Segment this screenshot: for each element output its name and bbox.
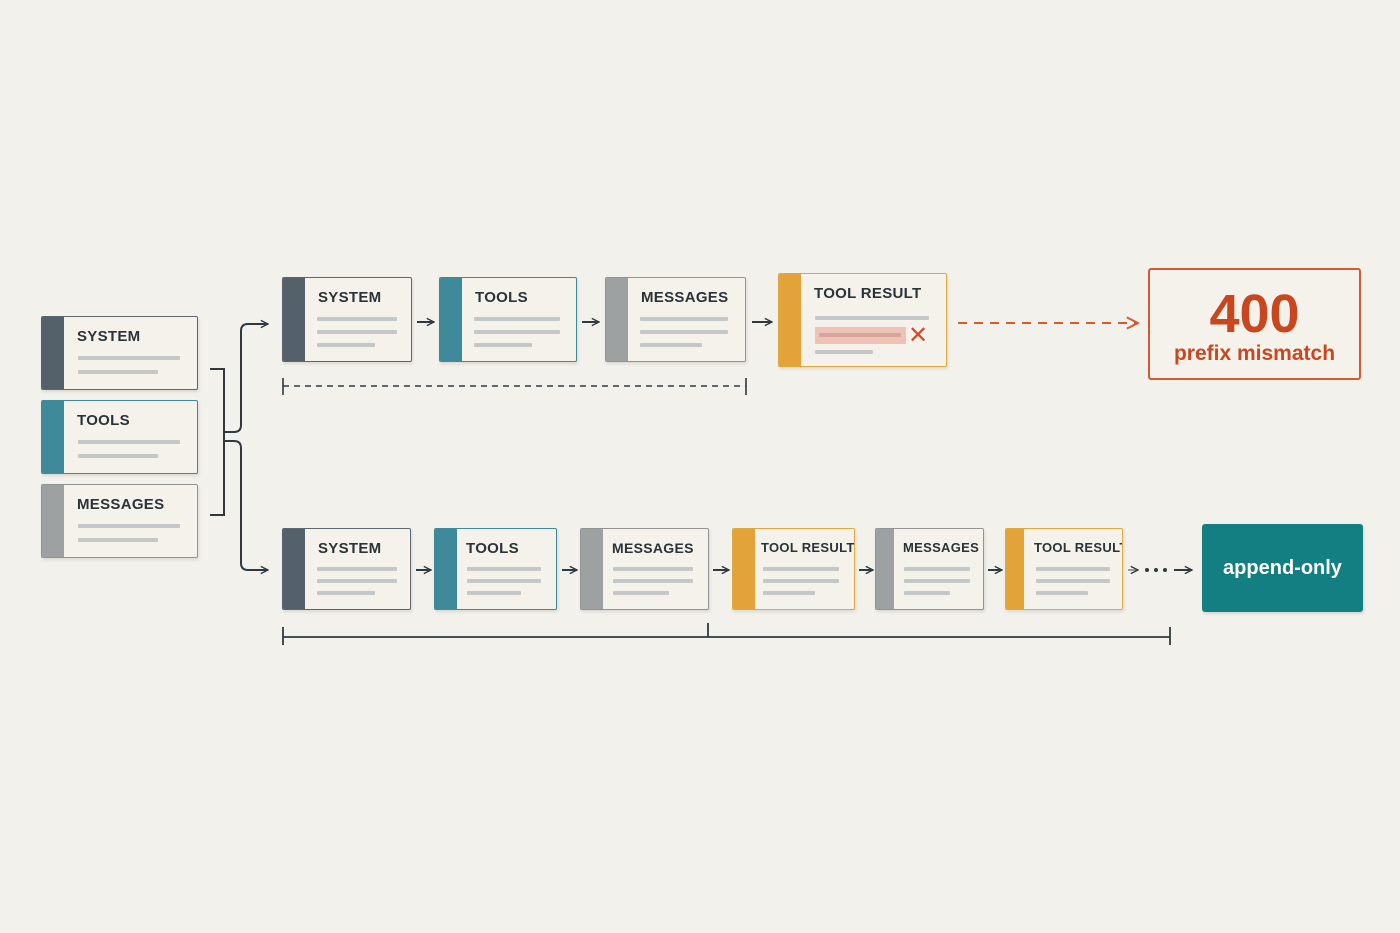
source-tools-block: TOOLS bbox=[41, 400, 198, 474]
text-line-placeholder bbox=[474, 317, 560, 321]
block-color-bar bbox=[779, 274, 801, 366]
text-line-placeholder bbox=[763, 579, 839, 583]
block-label: TOOLS bbox=[77, 412, 130, 429]
text-line-placeholder bbox=[317, 591, 375, 595]
top-tool-result-invalid-block: TOOL RESULT ✕ bbox=[778, 273, 947, 367]
text-line-placeholder bbox=[613, 591, 669, 595]
bottom-tool-result-block-2: TOOL RESULT bbox=[1005, 528, 1123, 610]
fork-bottom-connector bbox=[224, 440, 268, 570]
text-line-placeholder bbox=[467, 579, 541, 583]
block-label: SYSTEM bbox=[77, 328, 141, 345]
block-label: MESSAGES bbox=[903, 540, 980, 555]
error-code: 400 bbox=[1209, 284, 1300, 344]
bottom-messages-block-1: MESSAGES bbox=[580, 528, 709, 610]
text-line-placeholder bbox=[78, 538, 158, 542]
block-color-bar bbox=[283, 278, 305, 361]
block-color-bar bbox=[42, 485, 64, 557]
block-color-bar bbox=[435, 529, 457, 609]
text-line-placeholder bbox=[78, 356, 180, 360]
bottom-tool-result-block-1: TOOL RESULT bbox=[732, 528, 855, 610]
text-line-placeholder bbox=[819, 333, 901, 337]
continuation-dots bbox=[1145, 568, 1167, 572]
text-line-placeholder bbox=[763, 567, 839, 571]
text-line-placeholder bbox=[317, 343, 375, 347]
bottom-prefix-bracket bbox=[282, 623, 1171, 645]
fork-top-connector bbox=[224, 324, 268, 433]
block-color-bar bbox=[440, 278, 462, 361]
text-line-placeholder bbox=[317, 317, 397, 321]
bottom-messages-block-2: MESSAGES bbox=[875, 528, 984, 610]
text-line-placeholder bbox=[1036, 579, 1110, 583]
text-line-placeholder bbox=[904, 567, 970, 571]
block-color-bar bbox=[283, 529, 305, 609]
text-line-placeholder bbox=[317, 579, 397, 583]
source-system-block: SYSTEM bbox=[41, 316, 198, 390]
source-bracket bbox=[210, 368, 225, 516]
bottom-tools-block: TOOLS bbox=[434, 528, 557, 610]
error-label: prefix mismatch bbox=[1173, 342, 1336, 365]
text-line-placeholder bbox=[640, 343, 702, 347]
text-line-placeholder bbox=[640, 317, 728, 321]
text-line-placeholder bbox=[1036, 567, 1110, 571]
append-only-result-box: append-only bbox=[1202, 524, 1363, 612]
text-line-placeholder bbox=[474, 343, 532, 347]
bottom-system-block: SYSTEM bbox=[282, 528, 411, 610]
top-messages-block: MESSAGES bbox=[605, 277, 746, 362]
text-line-placeholder bbox=[763, 591, 815, 595]
block-label: TOOL RESULT bbox=[761, 540, 855, 555]
text-line-placeholder bbox=[317, 330, 397, 334]
text-line-placeholder bbox=[640, 330, 728, 334]
block-color-bar bbox=[1006, 529, 1024, 609]
text-line-placeholder bbox=[1036, 591, 1088, 595]
text-line-placeholder bbox=[815, 316, 929, 320]
block-color-bar bbox=[581, 529, 603, 609]
text-line-placeholder bbox=[815, 350, 873, 354]
close-x-icon: ✕ bbox=[908, 322, 929, 349]
block-label: TOOL RESULT bbox=[814, 285, 922, 302]
error-result-box: 400 prefix mismatch bbox=[1148, 268, 1361, 380]
text-line-placeholder bbox=[467, 567, 541, 571]
block-color-bar bbox=[876, 529, 894, 609]
block-label: TOOL RESULT bbox=[1034, 540, 1123, 555]
text-line-placeholder bbox=[78, 524, 180, 528]
top-tools-block: TOOLS bbox=[439, 277, 577, 362]
text-line-placeholder bbox=[474, 330, 560, 334]
text-line-placeholder bbox=[904, 591, 950, 595]
text-line-placeholder bbox=[78, 370, 158, 374]
block-label: SYSTEM bbox=[318, 540, 382, 557]
text-line-placeholder bbox=[317, 567, 397, 571]
text-line-placeholder bbox=[78, 454, 158, 458]
block-label: TOOLS bbox=[466, 540, 519, 557]
block-color-bar bbox=[42, 317, 64, 389]
block-label: MESSAGES bbox=[641, 289, 729, 306]
block-label: TOOLS bbox=[475, 289, 528, 306]
text-line-placeholder bbox=[78, 440, 180, 444]
text-line-placeholder bbox=[467, 591, 521, 595]
block-color-bar bbox=[606, 278, 628, 361]
block-color-bar bbox=[733, 529, 755, 609]
text-line-placeholder bbox=[904, 579, 970, 583]
top-system-block: SYSTEM bbox=[282, 277, 412, 362]
text-line-placeholder bbox=[613, 567, 693, 571]
source-messages-block: MESSAGES bbox=[41, 484, 198, 558]
text-line-placeholder bbox=[613, 579, 693, 583]
block-label: MESSAGES bbox=[77, 496, 165, 513]
block-color-bar bbox=[42, 401, 64, 473]
block-label: SYSTEM bbox=[318, 289, 382, 306]
block-label: MESSAGES bbox=[612, 540, 694, 556]
